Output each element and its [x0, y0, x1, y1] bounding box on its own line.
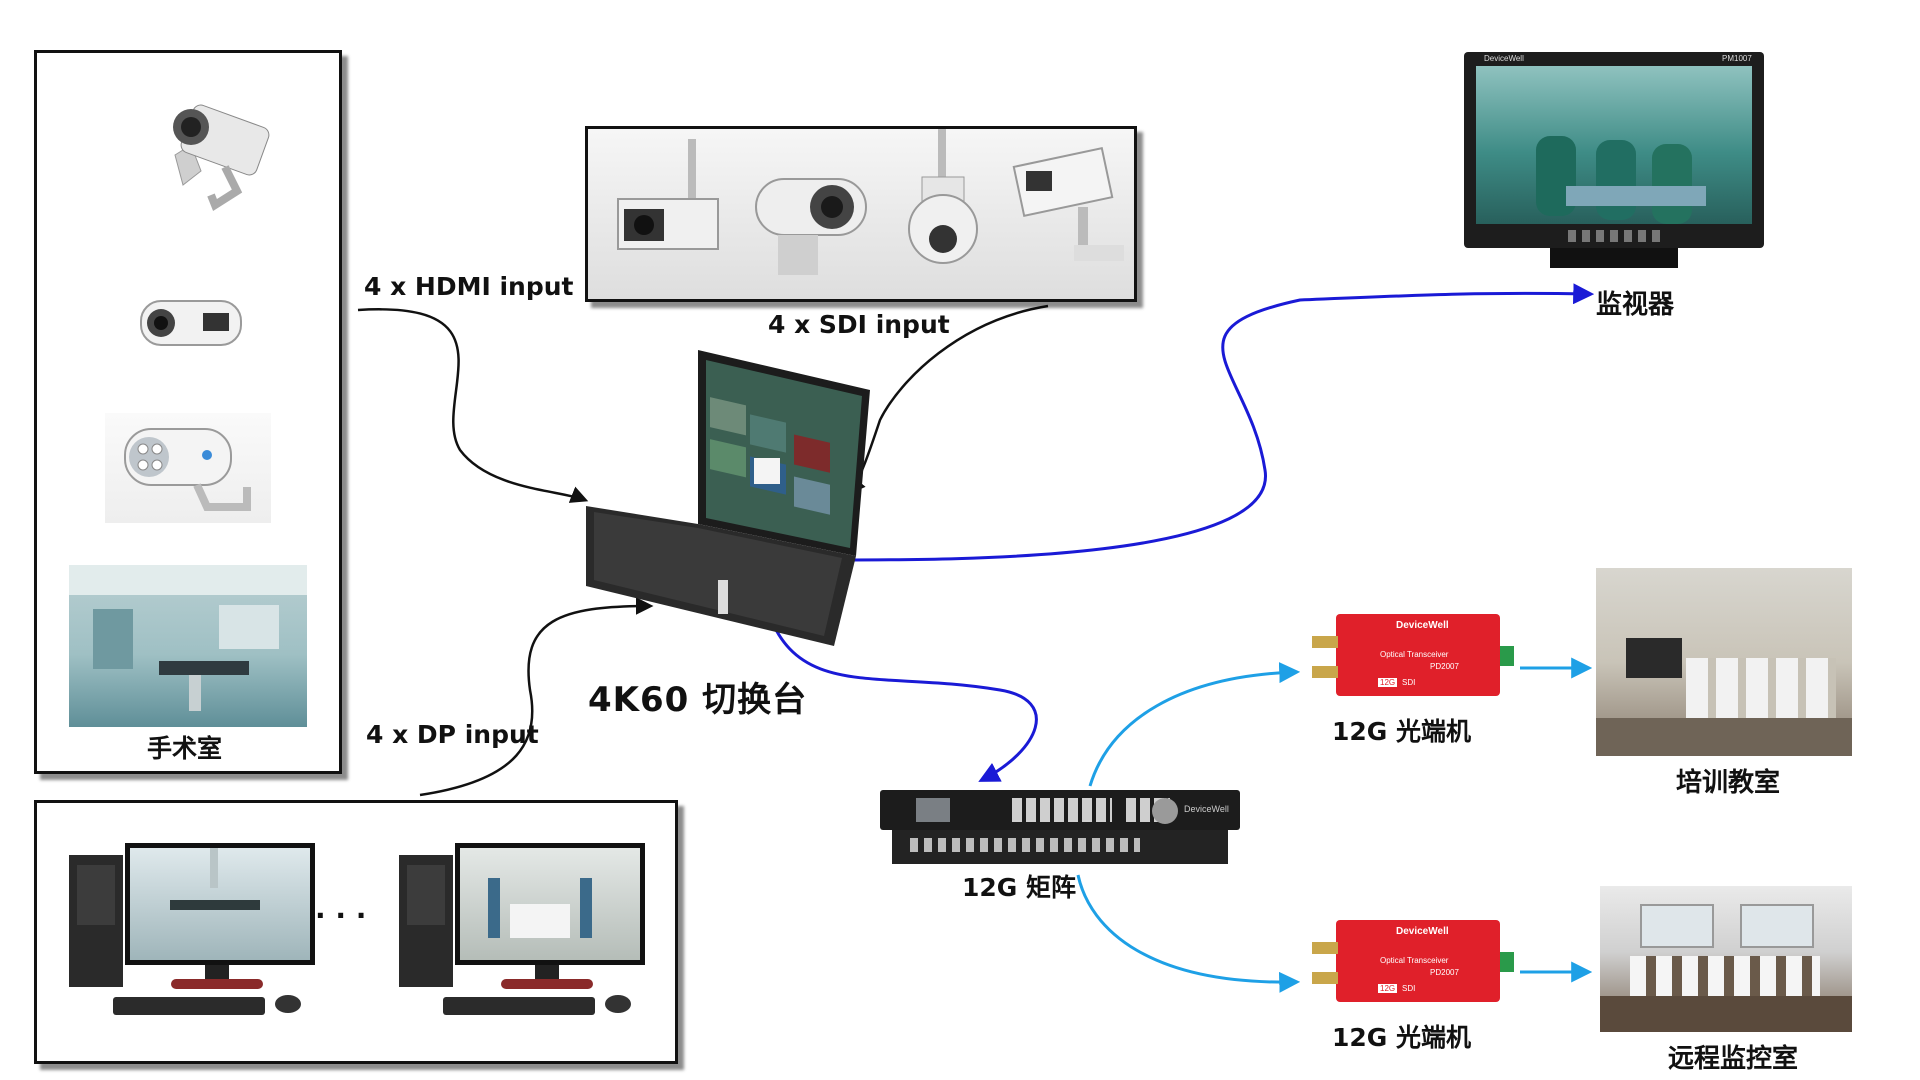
ir-camera-photo [105, 413, 271, 523]
transceiver-top-device: DeviceWell Optical Transceiver PD2007 12… [1306, 614, 1516, 696]
box-camera-icon [1012, 147, 1124, 261]
transceiver-badge: 12G [1378, 678, 1398, 687]
bullet-camera-icon [173, 104, 270, 211]
monitor-screen [1476, 66, 1752, 224]
transceiver-bottom-wire [1076, 874, 1301, 993]
keyboard-icon [113, 997, 265, 1015]
monitor-label: 监视器 [1596, 290, 1675, 320]
transceiver-brand: DeviceWell [1396, 926, 1449, 937]
pc-ellipsis: · · · [315, 899, 367, 932]
transceiver-top-wire [1088, 662, 1301, 787]
dome-camera-icon [908, 129, 978, 264]
transceiver-brand: DeviceWell [1396, 620, 1449, 631]
pc-tower-icon [69, 855, 123, 987]
mouse-icon [605, 995, 631, 1013]
mouse-icon [275, 995, 301, 1013]
matrix-label: 12G 矩阵 [962, 873, 1077, 902]
monitor-brand: DeviceWell [1484, 54, 1524, 63]
keyboard-icon [443, 997, 595, 1015]
monitor-device: DeviceWell PM1007 [1464, 52, 1764, 272]
box-camera-icon [617, 139, 719, 250]
operating-room-photo [69, 565, 307, 727]
monitor-icon [455, 843, 645, 965]
dp-input-label: 4 x DP input [366, 720, 539, 749]
bullet-camera-icon [755, 178, 867, 275]
transceiver-name: Optical Transceiver [1380, 956, 1449, 965]
hdmi-wire [357, 308, 589, 503]
transceiver-model: PD2007 [1430, 968, 1459, 977]
transceiver-top-label: 12G 光端机 [1332, 717, 1472, 746]
pc-tower-icon [399, 855, 453, 987]
sdi-input-label: 4 x SDI input [768, 310, 950, 339]
transceiver-bottom-device: DeviceWell Optical Transceiver PD2007 12… [1306, 920, 1516, 1002]
matrix-brand: DeviceWell [1184, 804, 1229, 814]
transceiver-sdi: SDI [1402, 984, 1416, 993]
box-camera-icon [140, 300, 242, 346]
training-room-label: 培训教室 [1676, 768, 1781, 798]
monitor-icon [125, 843, 315, 965]
operating-room-label: 手术室 [147, 734, 223, 763]
training-room-photo [1596, 568, 1852, 756]
ir-camera-icon [124, 428, 251, 511]
remote-room-photo [1600, 886, 1852, 1032]
transceiver-name: Optical Transceiver [1380, 650, 1449, 659]
switcher-device [586, 350, 870, 646]
monitor-wire [837, 283, 1595, 562]
hdmi-input-label: 4 x HDMI input [364, 272, 574, 301]
transceiver-bottom-label: 12G 光端机 [1332, 1023, 1472, 1052]
dp-computers-box: · · · [34, 800, 678, 1064]
sdi-cameras-box [585, 126, 1137, 302]
monitor-model: PM1007 [1722, 54, 1752, 63]
hdmi-cameras-box: 手术室 [34, 50, 342, 774]
matrix-device: DeviceWell [880, 790, 1240, 864]
remote-room-label: 远程监控室 [1668, 1044, 1799, 1074]
switcher-label: 4K60 切换台 [588, 680, 808, 720]
transceiver-sdi: SDI [1402, 678, 1416, 687]
transceiver-badge: 12G [1378, 984, 1398, 993]
transceiver-model: PD2007 [1430, 662, 1459, 671]
